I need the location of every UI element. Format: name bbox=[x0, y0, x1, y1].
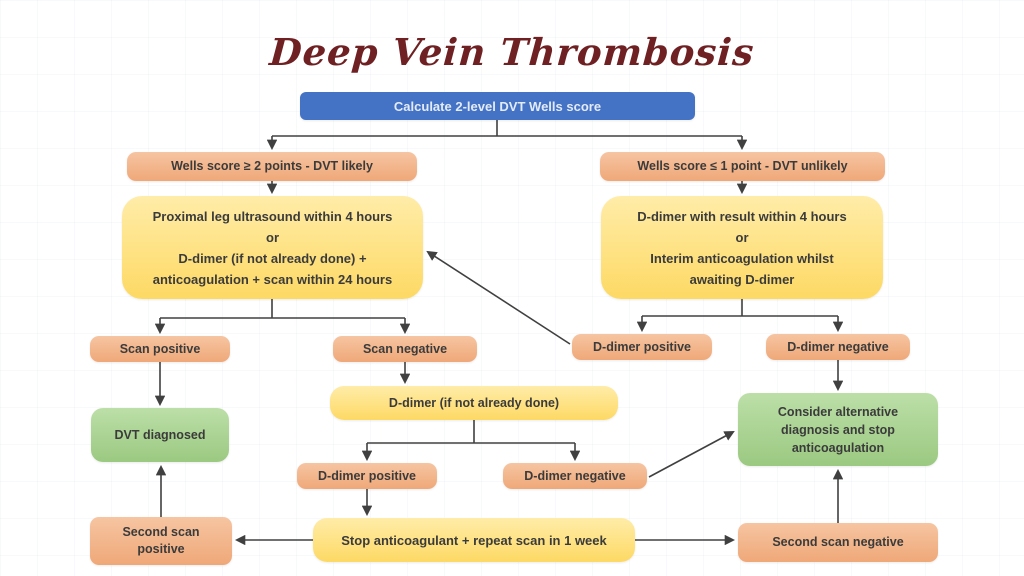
node-ddimer-positive-upper: D-dimer positive bbox=[572, 334, 712, 360]
node-wells-score-dvt-unlikely: Wells score ≤ 1 point - DVT unlikely bbox=[600, 152, 885, 181]
node-ddimer-with-result: D-dimer with result within 4 hours or In… bbox=[601, 196, 883, 299]
node-dvt-diagnosed: DVT diagnosed bbox=[91, 408, 229, 462]
connector-calculate-split bbox=[266, 120, 748, 151]
connector-ddimer-negative-to-alternative bbox=[648, 431, 735, 478]
node-ddimer-negative-lower: D-dimer negative bbox=[503, 463, 647, 489]
node-second-scan-negative: Second scan negative bbox=[738, 523, 938, 562]
node-ddimer-negative-upper: D-dimer negative bbox=[766, 334, 910, 360]
node-second-scan-positive: Second scan positive bbox=[90, 517, 232, 565]
node-scan-positive: Scan positive bbox=[90, 336, 230, 362]
node-ddimer-if-not-already-done: D-dimer (if not already done) bbox=[330, 386, 618, 420]
connector-ultrasound-split bbox=[154, 299, 411, 335]
node-stop-anticoagulant-repeat-scan: Stop anticoagulant + repeat scan in 1 we… bbox=[313, 518, 635, 562]
node-consider-alternative-diagnosis: Consider alternative diagnosis and stop … bbox=[738, 393, 938, 466]
node-scan-negative: Scan negative bbox=[333, 336, 477, 362]
connector-ddimer-positive-to-ultrasound bbox=[426, 250, 571, 345]
node-proximal-leg-ultrasound: Proximal leg ultrasound within 4 hours o… bbox=[122, 196, 423, 299]
connector-ddimer-if-not-done-split bbox=[361, 420, 581, 462]
node-ddimer-positive-lower: D-dimer positive bbox=[297, 463, 437, 489]
node-calculate-wells-score: Calculate 2-level DVT Wells score bbox=[300, 92, 695, 120]
connector-ddimer-result-split bbox=[636, 299, 844, 333]
node-wells-score-dvt-likely: Wells score ≥ 2 points - DVT likely bbox=[127, 152, 417, 181]
